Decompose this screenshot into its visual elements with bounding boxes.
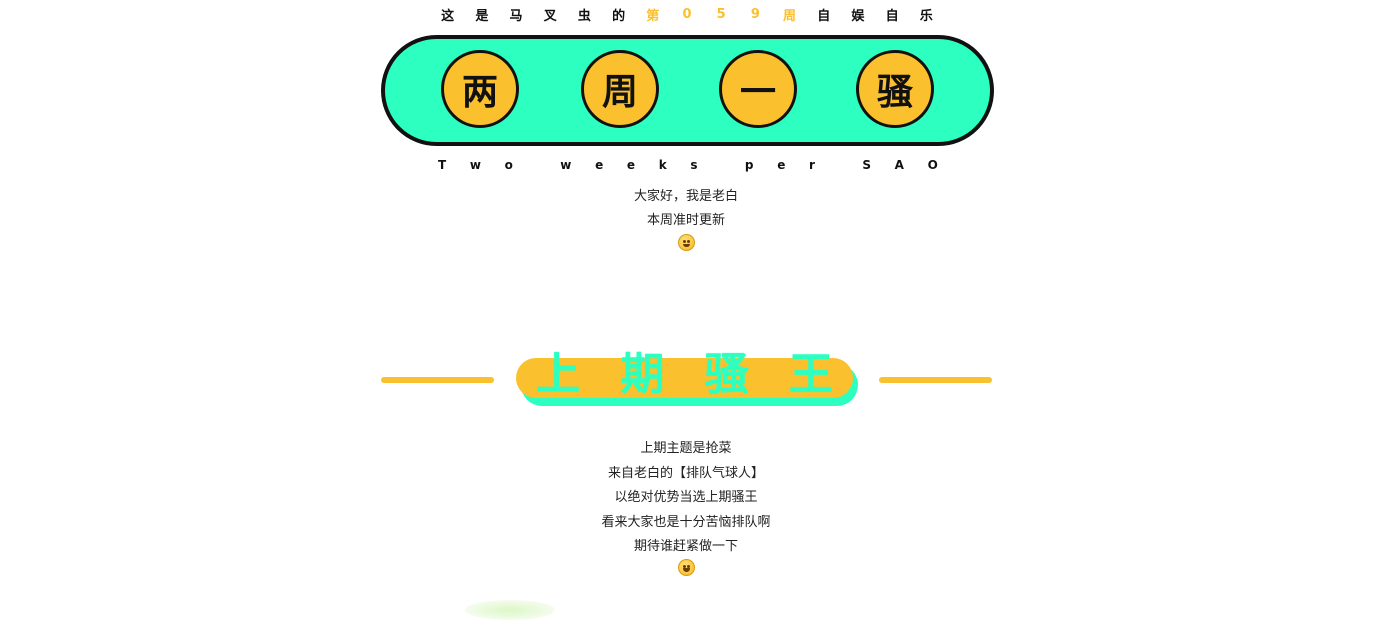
subtitle-char: k (658, 158, 667, 172)
intro-line: 本周准时更新 (646, 213, 725, 228)
thinking-face-emoji-icon (678, 234, 695, 251)
caption-char: 自 (817, 8, 831, 24)
subtitle-char: e (777, 158, 786, 172)
section-line: 期待谁赶紧做一下 (633, 539, 738, 554)
caption-char: 的 (612, 8, 626, 24)
subtitle-char: w (469, 158, 481, 172)
subtitle-char: e (595, 158, 604, 172)
subtitle-char: w (560, 158, 572, 172)
caption-char-highlight: 5 (716, 6, 726, 22)
caption-char: 马 (509, 8, 523, 24)
caption-char: 这 (441, 8, 455, 24)
section-line: 上期主题是抢菜 (640, 441, 732, 456)
caption-char-highlight: 9 (750, 6, 760, 22)
subtitle-char: S (862, 158, 871, 172)
section-title-char: 期 (620, 349, 665, 400)
subtitle-char: e (626, 158, 636, 172)
title-coin-1: 两 (441, 50, 519, 128)
section-line: 看来大家也是十分苦恼排队啊 (601, 515, 771, 530)
section-line: 来自老白的【排队气球人】 (607, 466, 764, 481)
caption-char: 娱 (851, 8, 865, 24)
section-title-char: 上 (536, 349, 581, 400)
title-coin-3: 一 (719, 50, 797, 128)
caption-char-highlight: 第 (646, 8, 660, 24)
subtitle-char: O (927, 158, 938, 172)
subtitle-char: s (690, 158, 698, 172)
banner-right-bar (879, 377, 992, 383)
caption-char: 虫 (577, 8, 591, 24)
subtitle-english: T w o w e e k s p e r S A O (438, 158, 938, 174)
grinning-face-emoji-icon (678, 559, 695, 576)
issue-caption: 这 是 马 叉 虫 的 第 0 5 9 周 自 娱 自 乐 (381, 4, 993, 24)
caption-char: 叉 (543, 8, 557, 24)
caption-char: 自 (885, 8, 899, 24)
subtitle-char: T (438, 158, 447, 172)
subtitle-char: o (504, 158, 513, 172)
caption-char: 是 (475, 8, 489, 24)
subtitle-char: r (809, 158, 815, 172)
banner-left-bar (381, 377, 494, 383)
caption-char: 乐 (919, 8, 933, 24)
caption-char-highlight: 0 (682, 6, 692, 22)
title-coin-4: 骚 (856, 50, 934, 128)
title-coin-2: 周 (581, 50, 659, 128)
intro-line: 大家好，我是老白 (633, 189, 738, 204)
section-title-char: 骚 (704, 349, 749, 400)
section-line: 以绝对优势当选上期骚王 (614, 490, 758, 505)
section-banner (516, 358, 853, 398)
section-title: 上 期 骚 王 (516, 340, 853, 400)
section-title-char: 王 (788, 349, 833, 400)
subtitle-char: p (744, 158, 754, 172)
subtitle-char: A (894, 158, 904, 172)
decorative-glow (465, 600, 555, 620)
caption-char-highlight: 周 (783, 8, 797, 24)
